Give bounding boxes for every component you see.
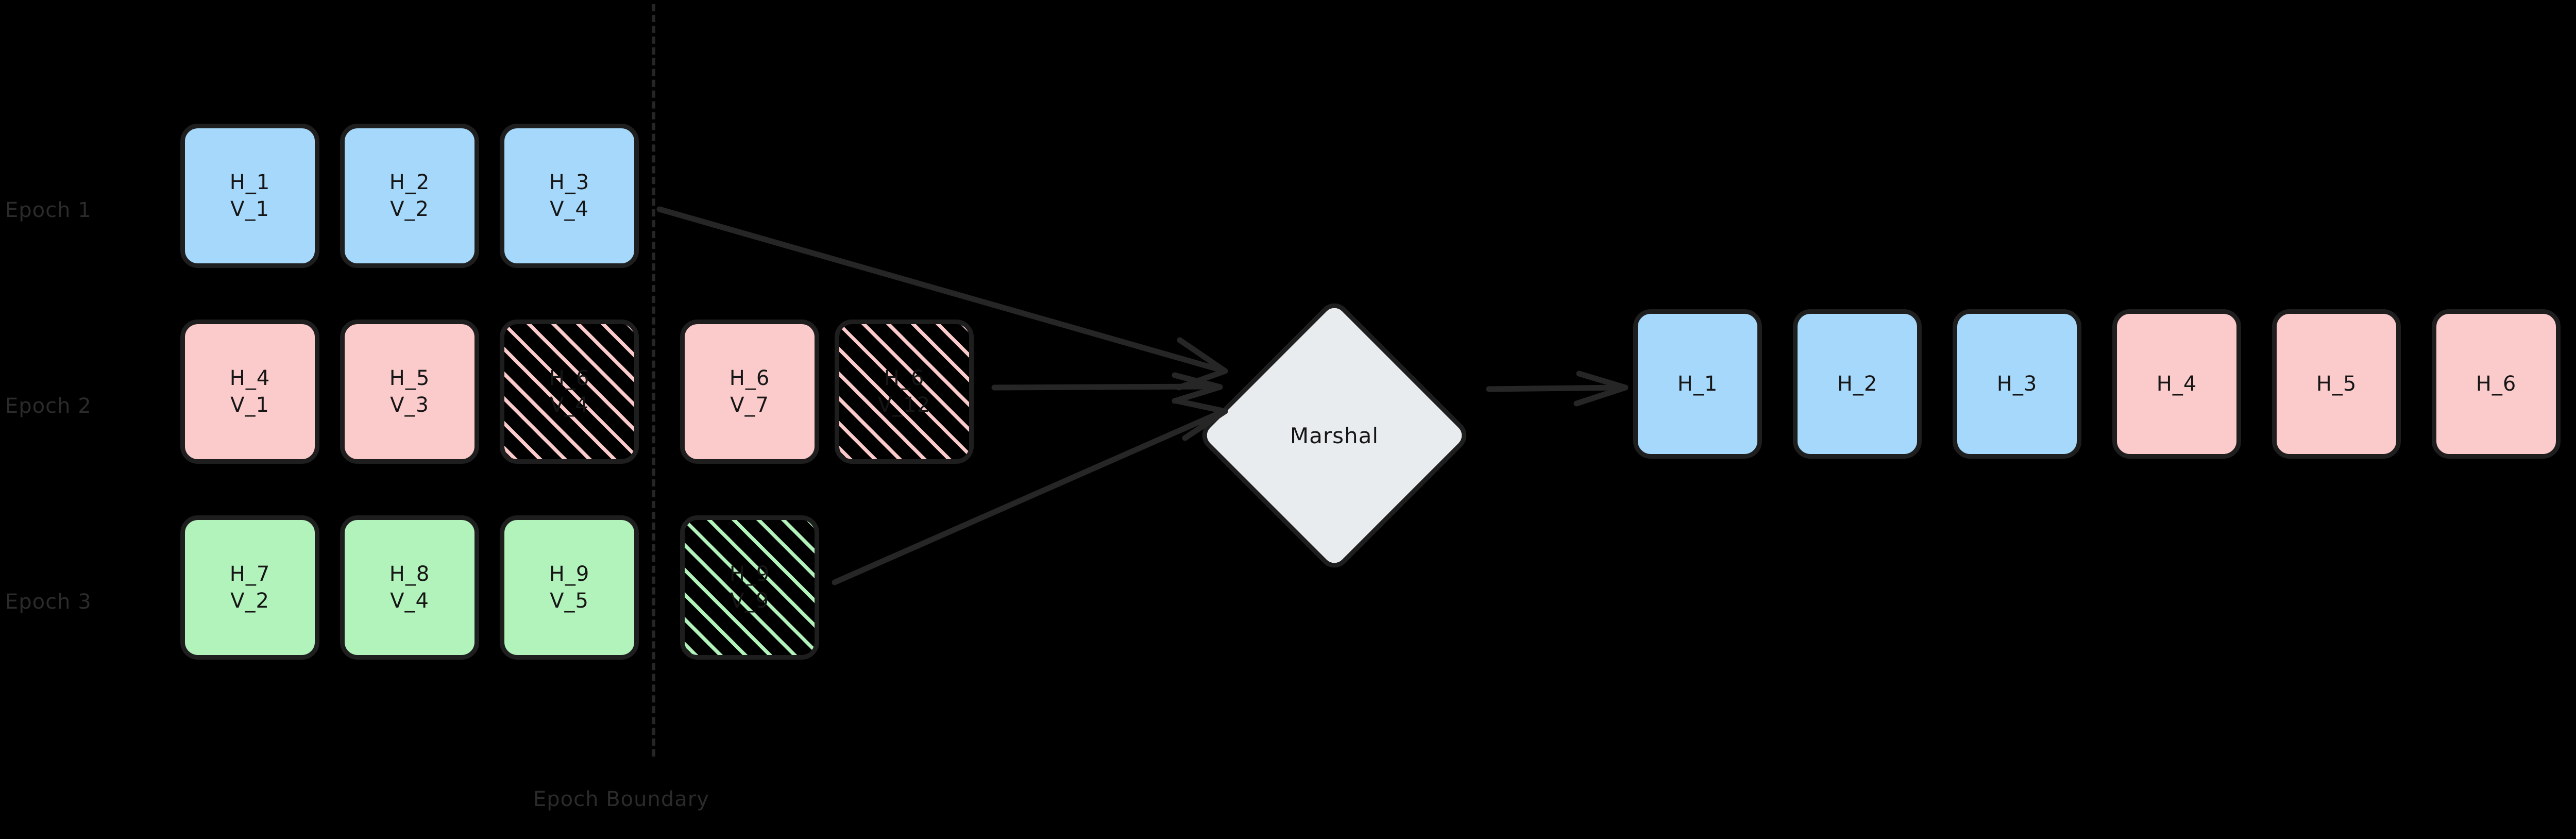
node-hash: H_6 bbox=[729, 366, 770, 390]
node-epoch2-4-pending[interactable]: H_6 V_12 bbox=[835, 320, 974, 464]
node-hash: H_2 bbox=[1837, 372, 1878, 396]
node-version: V_4 bbox=[550, 393, 589, 417]
node-hash: H_6 bbox=[2476, 372, 2517, 396]
node-hash: H_9 bbox=[729, 562, 770, 586]
node-version: V_12 bbox=[877, 393, 931, 417]
marshal-node[interactable]: Marshal bbox=[1196, 297, 1473, 574]
output-node-5[interactable]: H_6 bbox=[2432, 309, 2561, 459]
node-hash: H_3 bbox=[549, 171, 590, 194]
node-hash: H_8 bbox=[389, 562, 430, 586]
node-hash: H_9 bbox=[549, 562, 590, 586]
node-hash: H_1 bbox=[1677, 372, 1718, 396]
node-version: V_2 bbox=[230, 589, 269, 613]
node-epoch3-2[interactable]: H_9 V_5 bbox=[500, 515, 639, 660]
node-epoch2-0[interactable]: H_4 V_1 bbox=[180, 320, 319, 464]
arrow-epoch2-to-marshal bbox=[991, 372, 1223, 404]
node-version: V_3 bbox=[390, 393, 429, 417]
node-hash: H_3 bbox=[1996, 372, 2038, 396]
node-epoch1-1[interactable]: H_2 V_2 bbox=[340, 124, 479, 268]
node-hash: H_7 bbox=[229, 562, 270, 586]
epoch-label-3: Epoch 3 bbox=[5, 590, 92, 614]
node-version: V_4 bbox=[390, 589, 429, 613]
epoch-label-1: Epoch 1 bbox=[5, 198, 92, 222]
node-hash: H_4 bbox=[2156, 372, 2197, 396]
node-hash: H_6 bbox=[884, 366, 925, 390]
epoch-boundary-caption: Epoch Boundary bbox=[533, 787, 709, 811]
node-epoch1-0[interactable]: H_1 V_1 bbox=[180, 124, 319, 268]
node-hash: H_5 bbox=[2316, 372, 2357, 396]
node-epoch1-2[interactable]: H_3 V_4 bbox=[500, 124, 639, 268]
node-version: V_5 bbox=[550, 589, 589, 613]
node-epoch2-1[interactable]: H_5 V_3 bbox=[340, 320, 479, 464]
node-version: V_4 bbox=[550, 197, 589, 221]
node-version: V_1 bbox=[230, 197, 269, 221]
node-version: V_1 bbox=[230, 393, 269, 417]
output-node-3[interactable]: H_4 bbox=[2112, 309, 2241, 459]
output-node-4[interactable]: H_5 bbox=[2272, 309, 2401, 459]
node-version: V_7 bbox=[730, 393, 769, 417]
node-epoch3-3-pending[interactable]: H_9 V_9 bbox=[680, 515, 819, 660]
node-epoch2-3[interactable]: H_6 V_7 bbox=[680, 320, 819, 464]
node-hash: H_4 bbox=[229, 366, 270, 390]
node-epoch3-1[interactable]: H_8 V_4 bbox=[340, 515, 479, 660]
epoch-boundary-line bbox=[652, 4, 655, 757]
output-node-1[interactable]: H_2 bbox=[1793, 309, 1922, 459]
epoch-label-2: Epoch 2 bbox=[5, 394, 92, 418]
node-hash: H_1 bbox=[229, 171, 270, 194]
output-node-0[interactable]: H_1 bbox=[1633, 309, 1762, 459]
node-version: V_2 bbox=[390, 197, 429, 221]
output-node-2[interactable]: H_3 bbox=[1953, 309, 2081, 459]
arrow-marshal-to-output bbox=[1486, 371, 1629, 407]
node-version: V_9 bbox=[730, 589, 769, 613]
node-epoch2-2-pending[interactable]: H_6 V_4 bbox=[500, 320, 639, 464]
node-hash: H_5 bbox=[389, 366, 430, 390]
node-epoch3-0[interactable]: H_7 V_2 bbox=[180, 515, 319, 660]
node-hash: H_6 bbox=[549, 366, 590, 390]
marshal-label: Marshal bbox=[1290, 423, 1379, 448]
node-hash: H_2 bbox=[389, 171, 430, 194]
